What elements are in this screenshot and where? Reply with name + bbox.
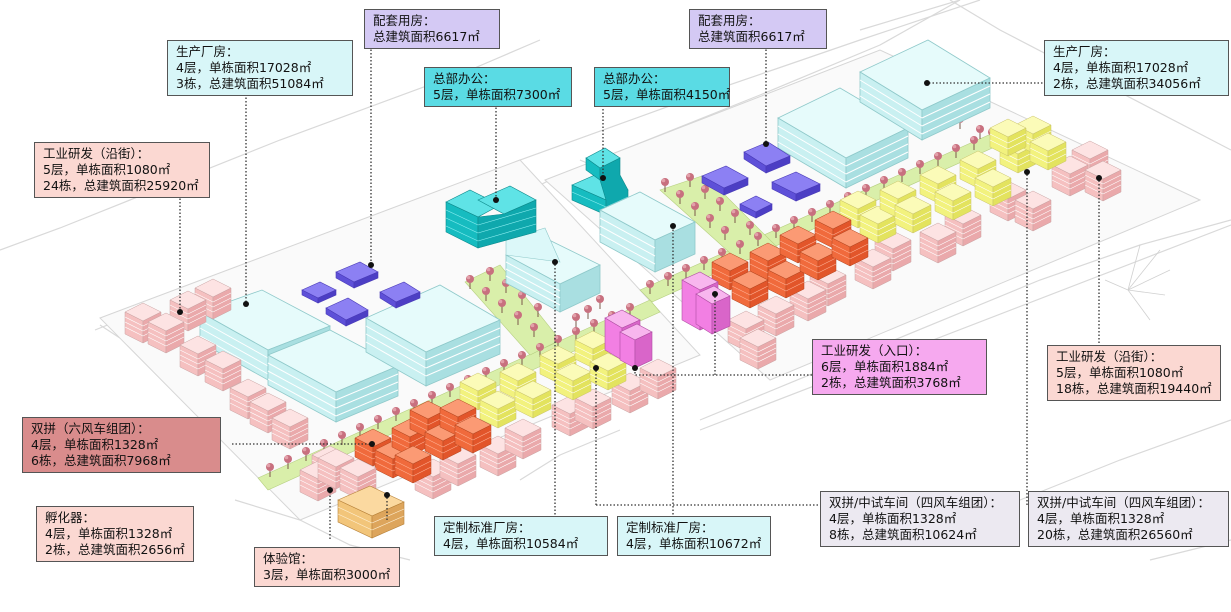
label-title: 总部办公： xyxy=(433,71,496,86)
label-title: 双拼/中试车间（四风车组团）： xyxy=(1037,495,1210,510)
label-custom-factory-b: 定制标准厂房： 4层，单栋面积10672㎡ xyxy=(617,516,771,556)
label-line: 20栋，总建筑面积26560㎡ xyxy=(1037,527,1193,542)
label-line: 5层，单栋面积4150㎡ xyxy=(603,87,731,102)
label-title: 总部办公： xyxy=(603,71,666,86)
hq-office-a xyxy=(445,185,537,249)
label-title: 配套用房： xyxy=(373,13,436,28)
label-line: 4层，单栋面积1328㎡ xyxy=(31,437,159,452)
label-duplex-four-a: 双拼/中试车间（四风车组团）： 4层，单栋面积1328㎡ 8栋，总建筑面积106… xyxy=(820,491,1020,547)
label-line: 3层，单栋面积3000㎡ xyxy=(263,567,391,582)
label-rnd-entry: 工业研发（入口）： 6层，单栋面积1884㎡ 2栋，总建筑面积3768㎡ xyxy=(812,339,987,395)
label-line: 4层，单栋面积10584㎡ xyxy=(443,536,579,551)
label-duplex-six: 双拼（六风车组团）： 4层，单栋面积1328㎡ 6栋，总建筑面积7968㎡ xyxy=(22,417,221,473)
label-line: 2栋，总建筑面积3768㎡ xyxy=(821,375,961,390)
label-line: 总建筑面积6617㎡ xyxy=(698,29,805,44)
label-line: 2栋，总建筑面积34056㎡ xyxy=(1053,76,1201,91)
label-line: 6栋，总建筑面积7968㎡ xyxy=(31,453,171,468)
label-hq-a: 总部办公： 5层，单栋面积7300㎡ xyxy=(424,67,572,107)
label-service-a: 配套用房： 总建筑面积6617㎡ xyxy=(364,9,500,49)
service-buildings-left xyxy=(301,261,421,327)
service-buildings-right xyxy=(701,141,821,219)
label-custom-factory-a: 定制标准厂房： 4层，单栋面积10584㎡ xyxy=(434,516,608,556)
production-hall-right-1 xyxy=(777,87,909,189)
label-line: 3栋，总建筑面积51084㎡ xyxy=(176,76,324,91)
label-title: 生产厂房： xyxy=(1053,44,1116,59)
label-line: 24栋，总建筑面积25920㎡ xyxy=(43,178,199,193)
leader-dots xyxy=(177,80,1102,498)
label-title: 配套用房： xyxy=(698,13,761,28)
label-line: 4层，单栋面积1328㎡ xyxy=(45,526,173,541)
label-line: 8栋，总建筑面积10624㎡ xyxy=(829,527,977,542)
label-title: 生产厂房： xyxy=(176,44,239,59)
rnd-entry-right xyxy=(681,271,731,335)
label-line: 4层，单栋面积1328㎡ xyxy=(1037,511,1165,526)
custom-factory-left xyxy=(505,227,601,313)
label-duplex-four-b: 双拼/中试车间（四风车组团）： 4层，单栋面积1328㎡ 20栋，总建筑面积26… xyxy=(1028,491,1229,547)
label-hq-b: 总部办公： 5层，单栋面积4150㎡ xyxy=(594,67,730,107)
label-rnd-street-left: 工业研发（沿街）： 5层，单栋面积1080㎡ 24栋，总建筑面积25920㎡ xyxy=(34,142,210,198)
label-line: 5层，单栋面积1080㎡ xyxy=(1056,365,1184,380)
label-line: 4层，单栋面积1328㎡ xyxy=(829,511,957,526)
label-line: 4层，单栋面积17028㎡ xyxy=(1053,60,1189,75)
production-hall-right-2 xyxy=(859,39,991,141)
label-production-left: 生产厂房： 4层，单栋面积17028㎡ 3栋，总建筑面积51084㎡ xyxy=(167,40,353,96)
label-line: 18栋，总建筑面积19440㎡ xyxy=(1056,381,1212,396)
label-title: 工业研发（沿街）： xyxy=(1056,349,1163,364)
label-title: 定制标准厂房： xyxy=(626,520,714,535)
label-title: 孵化器： xyxy=(45,510,96,525)
label-line: 6层，单栋面积1884㎡ xyxy=(821,359,949,374)
label-production-right: 生产厂房： 4层，单栋面积17028㎡ 2栋，总建筑面积34056㎡ xyxy=(1044,40,1229,96)
label-line: 5层，单栋面积7300㎡ xyxy=(433,87,561,102)
label-service-b: 配套用房： 总建筑面积6617㎡ xyxy=(689,9,827,49)
label-title: 双拼（六风车组团）： xyxy=(31,421,150,436)
label-title: 工业研发（沿街）： xyxy=(43,146,150,161)
label-line: 4层，单栋面积17028㎡ xyxy=(176,60,312,75)
label-line: 4层，单栋面积10672㎡ xyxy=(626,536,762,551)
rnd-entry-building xyxy=(604,309,653,369)
label-title: 体验馆： xyxy=(263,551,314,566)
label-title: 双拼/中试车间（四风车组团）： xyxy=(829,495,1002,510)
label-line: 总建筑面积6617㎡ xyxy=(373,29,480,44)
label-rnd-street-right: 工业研发（沿街）： 5层，单栋面积1080㎡ 18栋，总建筑面积19440㎡ xyxy=(1047,345,1221,401)
leader-lines xyxy=(179,46,1100,540)
label-experience-hall: 体验馆： 3层，单栋面积3000㎡ xyxy=(254,547,400,587)
compass-lines xyxy=(1104,244,1171,321)
label-incubator: 孵化器： 4层，单栋面积1328㎡ 2栋，总建筑面积2656㎡ xyxy=(36,506,194,562)
label-line: 5层，单栋面积1080㎡ xyxy=(43,162,171,177)
label-line: 2栋，总建筑面积2656㎡ xyxy=(45,542,185,557)
label-title: 工业研发（入口）： xyxy=(821,343,928,358)
label-title: 定制标准厂房： xyxy=(443,520,531,535)
